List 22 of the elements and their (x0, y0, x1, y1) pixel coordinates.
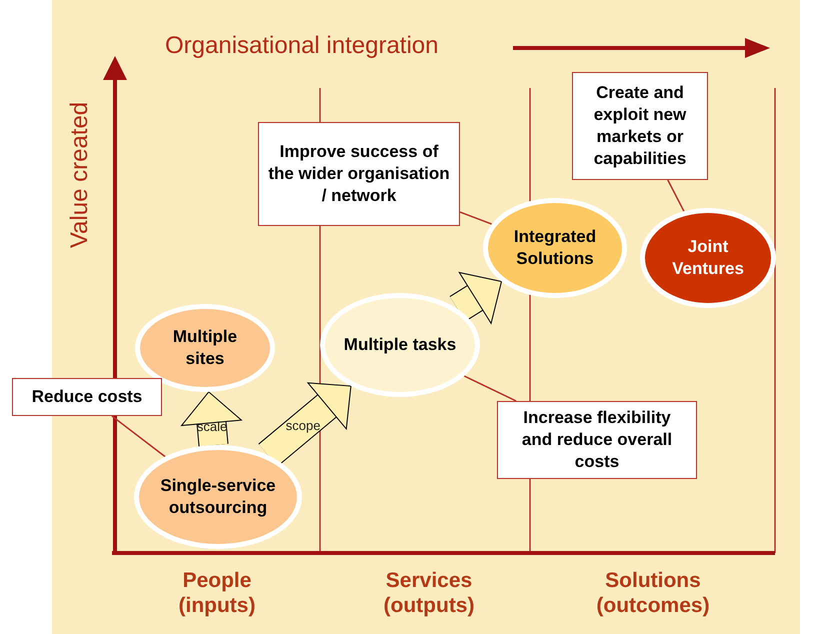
edge-label: scope (286, 418, 320, 434)
node-text: Create and exploit new markets or capabilities (592, 82, 688, 170)
callout-box (12, 378, 162, 416)
node-text: Integrated Solutions (512, 226, 598, 270)
node-text: Multiple sites (172, 326, 238, 370)
callout-box (572, 72, 708, 180)
callout-box (497, 401, 697, 479)
node-text: Joint Ventures (671, 236, 745, 280)
leader-line (667, 180, 685, 212)
column-heading: Solutions (outcomes) (595, 568, 711, 618)
leader-line (111, 415, 166, 458)
axis-title: Value created (66, 102, 94, 248)
callout-box (258, 122, 460, 226)
node-text: Reduce costs (32, 386, 142, 408)
node-text: Single-service outsourcing (159, 475, 277, 519)
leader-line (460, 211, 492, 225)
node-text: Improve success of the wider organisation / network (267, 141, 451, 207)
node-text: Multiple tasks (344, 334, 456, 356)
axis-title: Organisational integration (165, 32, 439, 60)
column-heading: Services (outputs) (382, 568, 476, 618)
column-heading: People (inputs) (178, 568, 256, 618)
node-text: Increase flexibility and reduce overall costs (520, 407, 674, 473)
